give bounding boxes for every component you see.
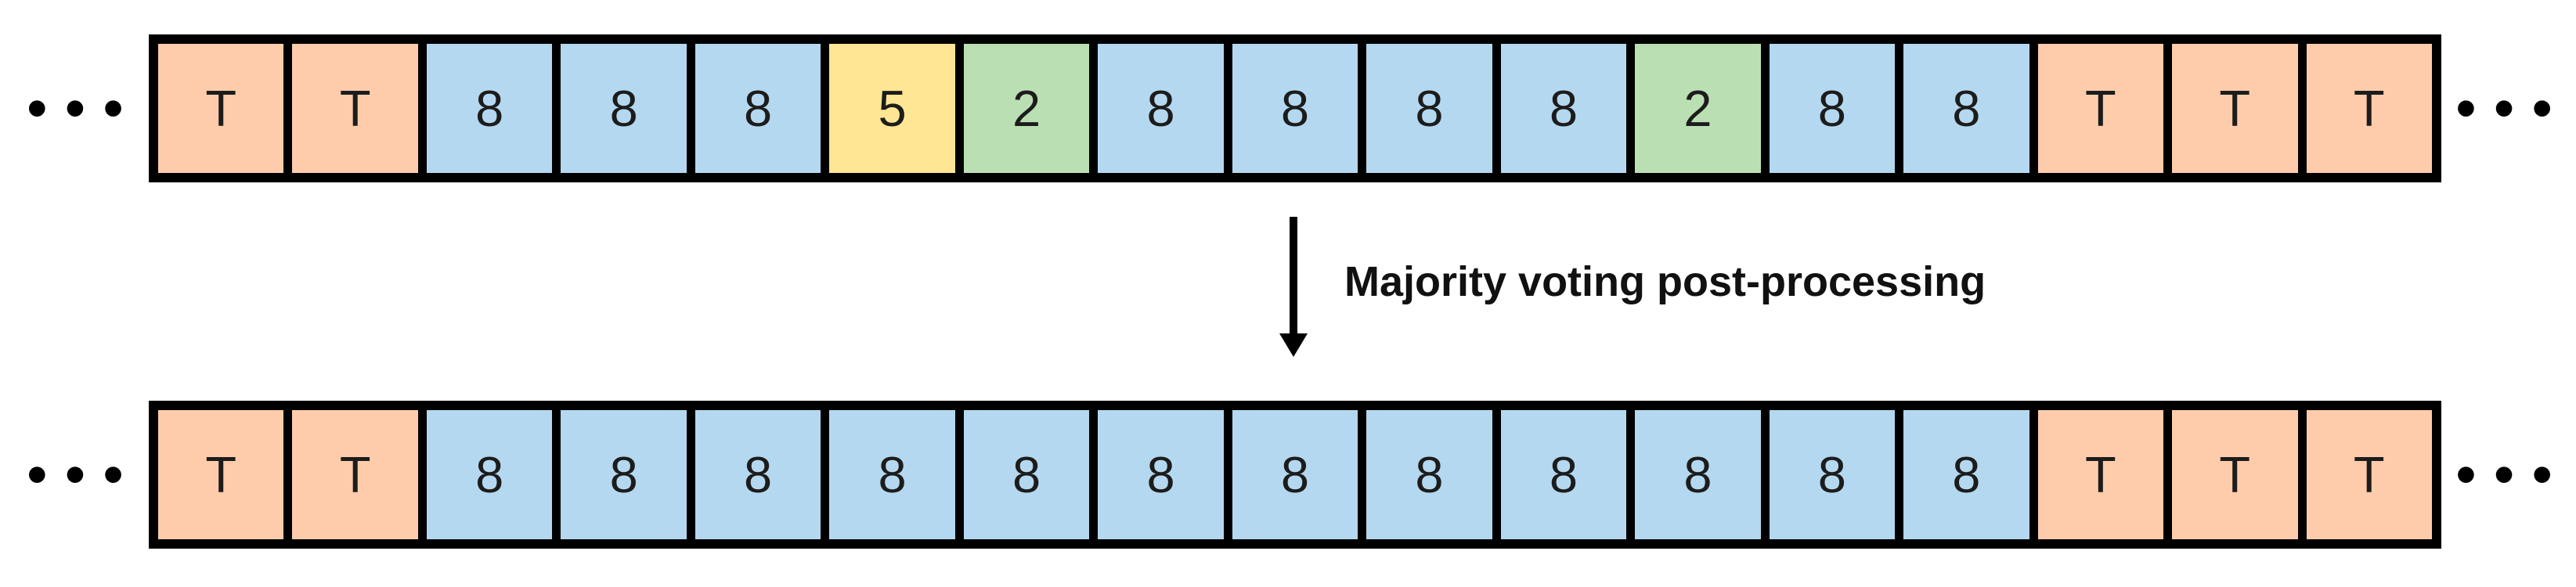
token-cell: T [2172, 44, 2298, 173]
token-cell: 8 [561, 410, 687, 539]
token-label: T [205, 446, 237, 503]
token-label: 2 [1683, 80, 1712, 137]
token-cell: 8 [1903, 410, 2029, 539]
down-arrow-icon [1290, 217, 1297, 335]
token-cell: T [2037, 44, 2164, 173]
token-cell: T [292, 44, 418, 173]
token-label: 8 [609, 446, 638, 503]
token-cell: 8 [426, 410, 553, 539]
token-cell: T [2172, 410, 2298, 539]
token-cell: 8 [1366, 44, 1492, 173]
token-label: 8 [744, 80, 773, 137]
token-label: 8 [475, 446, 504, 503]
token-label: T [339, 446, 371, 503]
token-label: 8 [609, 80, 638, 137]
token-label: 8 [1415, 80, 1444, 137]
token-label: 8 [744, 446, 773, 503]
token-cell: 8 [1098, 410, 1224, 539]
token-cell: T [2037, 410, 2164, 539]
token-cell: 8 [1769, 44, 1896, 173]
ellipsis-icon: ••• [27, 74, 141, 142]
token-cell: 8 [561, 44, 687, 173]
token-label: T [2353, 80, 2385, 137]
token-label: 8 [1817, 80, 1846, 137]
token-label: 8 [1146, 80, 1175, 137]
token-cell: 8 [963, 410, 1090, 539]
token-label: 8 [1549, 446, 1578, 503]
token-label: T [2084, 446, 2116, 503]
token-label: 8 [878, 446, 907, 503]
token-label: T [2219, 446, 2251, 503]
token-label: T [2084, 80, 2116, 137]
token-cell: 8 [695, 44, 821, 173]
token-cell: 2 [1635, 44, 1761, 173]
token-label: 8 [1280, 80, 1310, 137]
token-label: 8 [1280, 446, 1310, 503]
token-label: T [205, 80, 237, 137]
token-cell: 8 [1366, 410, 1492, 539]
token-cell: 8 [1500, 410, 1627, 539]
token-label: 8 [1146, 446, 1175, 503]
token-cell: 8 [1769, 410, 1896, 539]
token-cell: 8 [829, 410, 955, 539]
token-label: T [339, 80, 371, 137]
token-cell: 2 [963, 44, 1090, 173]
output-token-sequence: T T 8 8 8 8 8 8 8 8 8 8 [149, 401, 2441, 549]
token-cell: T [2306, 44, 2432, 173]
token-cell: 8 [1232, 44, 1358, 173]
token-label: 8 [1683, 446, 1712, 503]
token-cell: 8 [1098, 44, 1224, 173]
token-cell: 8 [695, 410, 821, 539]
token-cell: 8 [1903, 44, 2029, 173]
process-label: Majority voting post-processing [1344, 258, 1986, 305]
token-label: 8 [475, 80, 504, 137]
input-token-sequence: T T 8 8 8 5 2 8 8 8 8 2 [149, 34, 2441, 182]
token-label: 8 [1012, 446, 1041, 503]
token-cell: 5 [829, 44, 955, 173]
down-arrow-head-icon [1279, 333, 1308, 357]
token-cell: 8 [1232, 410, 1358, 539]
token-label: 8 [1549, 80, 1578, 137]
token-label: 5 [878, 80, 907, 137]
ellipsis-icon: ••• [27, 441, 141, 508]
token-cell: T [2306, 410, 2432, 539]
token-label: T [2219, 80, 2251, 137]
token-label: T [2353, 446, 2385, 503]
ellipsis-icon: ••• [2455, 441, 2570, 508]
token-cell: T [158, 410, 284, 539]
token-label: 8 [1952, 446, 1981, 503]
token-cell: 8 [1635, 410, 1761, 539]
token-cell: 8 [1500, 44, 1627, 173]
token-label: 2 [1012, 80, 1041, 137]
token-label: 8 [1415, 446, 1444, 503]
token-cell: T [292, 410, 418, 539]
token-cell: 8 [426, 44, 553, 173]
token-cell: T [158, 44, 284, 173]
ellipsis-icon: ••• [2455, 74, 2570, 142]
token-label: 8 [1817, 446, 1846, 503]
token-label: 8 [1952, 80, 1981, 137]
